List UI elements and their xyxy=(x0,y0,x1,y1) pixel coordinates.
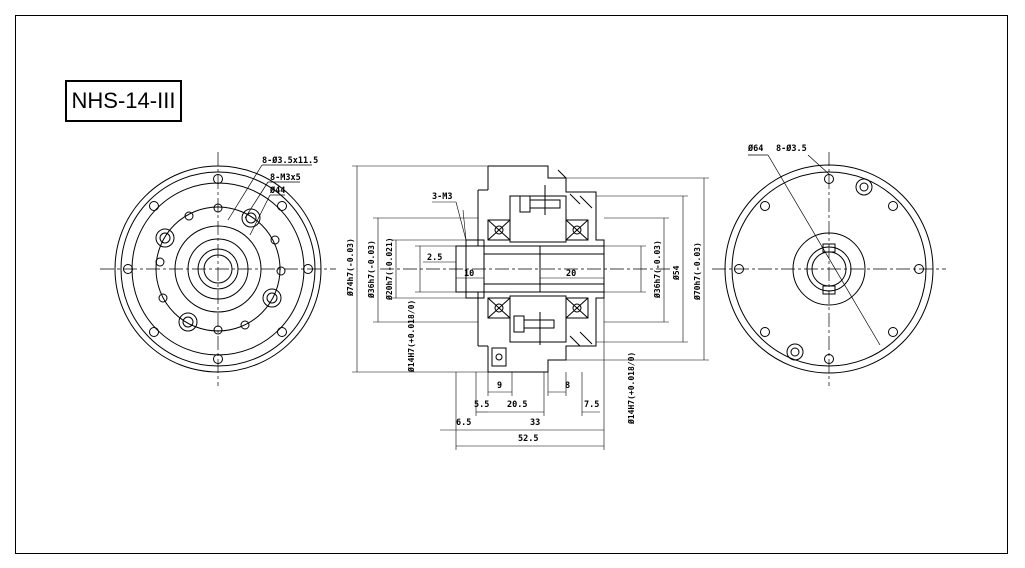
dim-v-right-2: Ø70h7(-0.03) xyxy=(692,242,702,301)
dim-v-left-1: Ø36h7(-0.03) xyxy=(366,240,376,299)
dim-bottom-5: 6.5 xyxy=(456,418,471,428)
dim-v-left-2: Ø20h7(-0.021) xyxy=(384,237,394,301)
dim-v-right-1: Ø54 xyxy=(671,265,681,281)
section-view xyxy=(380,165,670,373)
dim-inner-1: 10 xyxy=(464,269,474,279)
model-title: NHS-14-III xyxy=(65,80,182,122)
dim-bottom-1: 8 xyxy=(565,381,570,391)
callout-thread: 3-M3 xyxy=(432,192,452,202)
dimension-lines xyxy=(352,165,709,450)
dim-bottom-4: 7.5 xyxy=(584,400,599,410)
dim-bottom-7: 52.5 xyxy=(518,434,538,444)
dim-inner-2: 20 xyxy=(566,269,576,279)
right-rear-view xyxy=(712,152,946,386)
dim-v-right-3: Ø14H7(+0.018/0) xyxy=(626,352,636,425)
left-view-callouts: 8-Ø3.5x11.5 8-M3x5 Ø44 xyxy=(262,155,318,196)
dim-v-left-0: Ø74h7(-0.03) xyxy=(345,238,355,297)
callout-left-0: 8-Ø3.5x11.5 xyxy=(262,155,318,166)
right-view-callouts: Ø64 8-Ø3.5 xyxy=(747,143,807,154)
drawing-frame xyxy=(15,15,1008,554)
callout-right-0: Ø64 xyxy=(747,143,763,154)
callout-right-1: 8-Ø3.5 xyxy=(776,143,807,154)
dim-v-right-0: Ø36h7(-0.03) xyxy=(652,240,662,299)
callout-left-1: 8-M3x5 xyxy=(270,173,301,183)
dim-bottom-2: 5.5 xyxy=(474,400,489,410)
dim-v-left-3: Ø14H7(+0.018/0) xyxy=(406,300,416,373)
dim-bottom-3: 20.5 xyxy=(507,400,527,410)
callout-left-2: Ø44 xyxy=(269,185,285,196)
section-labels: 3-M3 Ø74h7(-0.03) Ø36h7(-0.03) Ø20h7(-0.… xyxy=(345,192,702,444)
dim-inner-0: 2.5 xyxy=(427,253,442,263)
dim-bottom-6: 33 xyxy=(530,418,540,428)
left-front-view xyxy=(100,152,336,386)
dim-bottom-0: 9 xyxy=(497,381,502,391)
